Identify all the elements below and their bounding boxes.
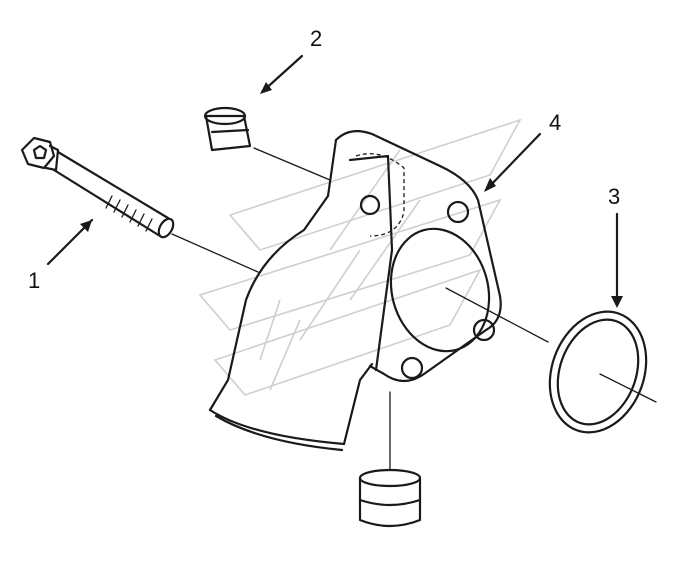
part-1-bolt xyxy=(20,136,259,273)
bottom-plug xyxy=(358,391,422,528)
callout-4: 4 xyxy=(549,110,562,135)
part-2-plug xyxy=(203,54,331,181)
part-3-o-ring xyxy=(548,212,657,434)
callout-1: 1 xyxy=(28,268,41,293)
callout-2: 2 xyxy=(310,26,323,51)
watermark-graphic xyxy=(198,118,522,396)
callout-3: 3 xyxy=(608,184,621,209)
part-4-housing xyxy=(208,129,549,452)
